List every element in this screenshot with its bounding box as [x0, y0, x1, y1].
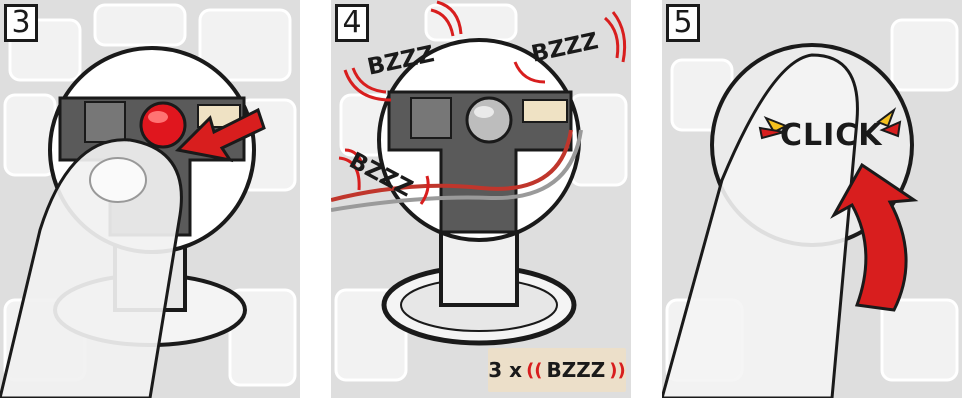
- step-number: 3: [4, 4, 38, 42]
- step-4-panel: 4 BZZZ BZZZ BZZZ 3 x (( BZZZ )): [331, 0, 631, 398]
- sound-wave-icon: )): [609, 360, 625, 381]
- step-number: 5: [666, 4, 700, 42]
- click-sound-text: CLICK: [780, 118, 883, 153]
- step-3-panel: 3: [0, 0, 300, 398]
- caption-sound: BZZZ: [547, 358, 606, 382]
- step-5-illustration: [662, 0, 962, 398]
- step-number: 4: [335, 4, 369, 42]
- step-5-panel: 5 CLICK: [662, 0, 962, 398]
- caption-multiplier: 3 x: [488, 358, 522, 382]
- step-3-illustration: [0, 0, 300, 398]
- sound-wave-icon: ((: [526, 360, 542, 381]
- buzz-count-caption: 3 x (( BZZZ )): [488, 348, 626, 392]
